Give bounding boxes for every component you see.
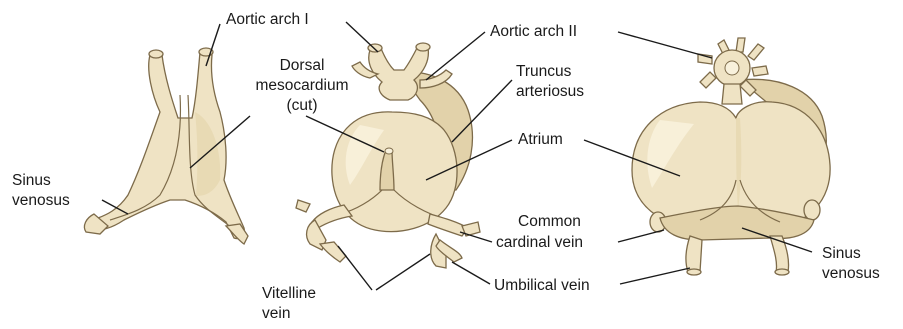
label-sinus-venosus-left-2: venosus [12, 192, 70, 209]
label-atrium: Atrium [518, 131, 563, 148]
label-truncus-1: Truncus [516, 63, 572, 80]
label-vitelline-1: Vitelline [262, 285, 316, 302]
label-common-cardinal-2: cardinal vein [496, 234, 583, 251]
label-truncus-2: arteriosus [516, 83, 584, 100]
leader-vitelline-right [376, 254, 430, 290]
label-sinus-venosus-right-2: venosus [822, 265, 880, 282]
label-vitelline-2: vein [262, 305, 290, 322]
leader-aortic-arch-1-left [206, 24, 220, 66]
leader-umbilical-right [620, 268, 690, 284]
leader-umbilical-mid [452, 262, 490, 284]
label-aortic-arch-2: Aortic arch II [490, 23, 577, 40]
leader-aortic-arch-2-right [618, 32, 712, 58]
leader-aortic-arch-2-mid [426, 32, 485, 80]
leader-common-cardinal-right [618, 230, 664, 242]
stage-3-heart [632, 38, 830, 275]
label-umbilical-vein: Umbilical vein [494, 277, 590, 294]
leader-vitelline-left [338, 246, 372, 290]
label-common-cardinal-1: Common [518, 213, 581, 230]
leader-aortic-arch-1-right [346, 22, 378, 52]
label-sinus-venosus-right-1: Sinus [822, 245, 861, 262]
stage-1-heart-tube [84, 48, 248, 244]
label-aortic-arch-1: Aortic arch I [226, 11, 309, 28]
label-dorsal-mesocardium-1: Dorsal [280, 57, 325, 74]
label-dorsal-mesocardium-3: (cut) [287, 97, 318, 114]
label-sinus-venosus-left-1: Sinus [12, 172, 51, 189]
label-dorsal-mesocardium-2: mesocardium [255, 77, 348, 94]
